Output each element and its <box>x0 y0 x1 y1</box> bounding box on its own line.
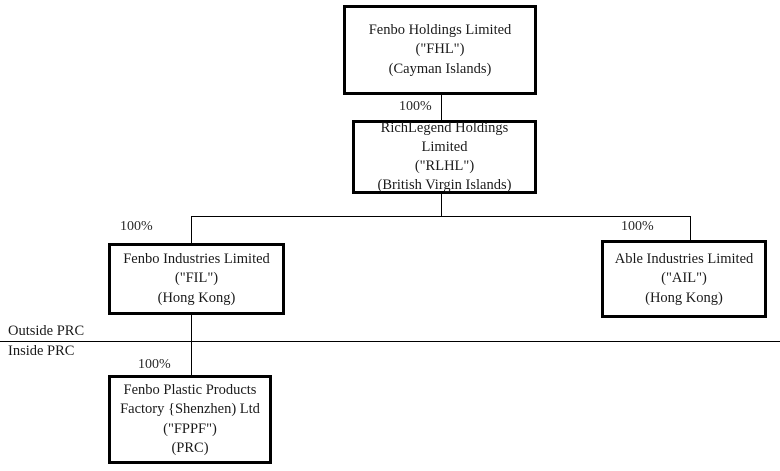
connector-fil-to-fppf <box>191 315 192 375</box>
connector-rlhl-to-fil <box>191 216 192 243</box>
entity-name-rlhl-line2: Limited <box>421 138 468 155</box>
connector-rlhl-to-ail <box>690 216 691 240</box>
entity-jurisdiction-fppf: (PRC) <box>171 439 209 456</box>
entity-box-ail[interactable]: Able Industries Limited ("AIL") (Hong Ko… <box>601 240 767 318</box>
prc-divider-line <box>0 341 780 342</box>
ownership-label-fil-fppf: 100% <box>138 357 171 372</box>
entity-name-ail: Able Industries Limited <box>614 251 754 268</box>
connector-fhl-to-rlhl <box>441 95 442 120</box>
entity-box-fppf[interactable]: Fenbo Plastic Products Factory {Shenzhen… <box>108 375 272 464</box>
prc-label-inside: Inside PRC <box>8 343 75 359</box>
entity-abbr-ail: ("AIL") <box>661 270 707 287</box>
ownership-label-rlhl-fil: 100% <box>120 219 153 234</box>
entity-abbr-fppf: ("FPPF") <box>163 420 217 437</box>
entity-jurisdiction-fil: (Hong Kong) <box>157 289 236 306</box>
entity-abbr-fil: ("FIL") <box>174 270 219 287</box>
entity-jurisdiction-ail: (Hong Kong) <box>645 289 723 306</box>
connector-rlhl-stem <box>441 194 442 216</box>
entity-name-rlhl-line1: RichLegend Holdings <box>380 119 509 136</box>
entity-jurisdiction-rlhl: (British Virgin Islands) <box>377 177 512 194</box>
entity-box-rlhl[interactable]: RichLegend Holdings Limited ("RLHL") (Br… <box>352 120 537 194</box>
entity-name-fhl: Fenbo Holdings Limited <box>368 22 512 39</box>
entity-name-fil: Fenbo Industries Limited <box>123 251 270 268</box>
entity-name-fppf-line2: Factory {Shenzhen) Ltd <box>120 401 260 418</box>
entity-abbr-rlhl: ("RLHL") <box>414 158 475 174</box>
ownership-label-rlhl-ail: 100% <box>621 219 654 234</box>
entity-jurisdiction-fhl: (Cayman Islands) <box>388 60 492 77</box>
entity-box-fhl[interactable]: Fenbo Holdings Limited ("FHL") (Cayman I… <box>343 5 537 95</box>
entity-box-fil[interactable]: Fenbo Industries Limited ("FIL") (Hong K… <box>108 243 285 315</box>
ownership-label-fhl-rlhl: 100% <box>399 99 432 114</box>
connector-rlhl-bus <box>191 216 691 217</box>
entity-abbr-fhl: ("FHL") <box>415 41 465 58</box>
prc-label-outside: Outside PRC <box>8 323 85 339</box>
entity-name-fppf-line1: Fenbo Plastic Products <box>123 382 257 399</box>
